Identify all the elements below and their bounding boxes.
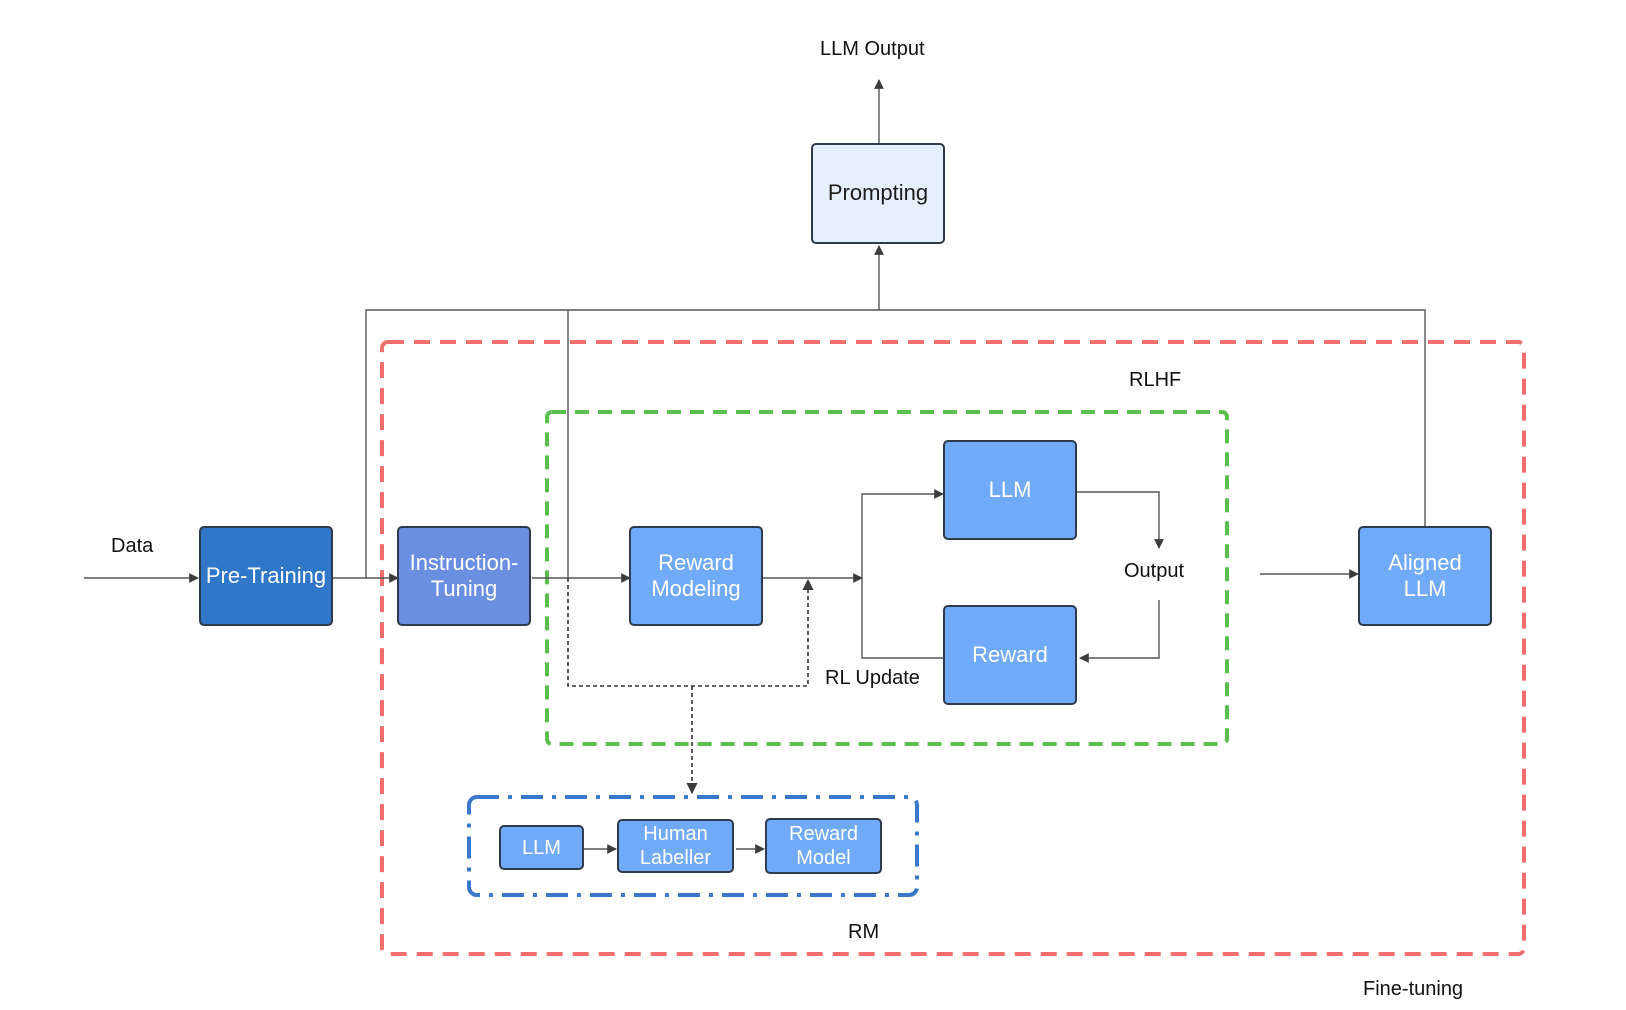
aligned-to-prompting-line xyxy=(879,309,1426,528)
output-label: Output xyxy=(1124,560,1185,582)
reward-modeling-box: Reward Modeling xyxy=(629,526,763,626)
instruction-tuning-label: Instruction-Tuning xyxy=(409,549,519,601)
rl-update-label: RL Update xyxy=(825,667,920,689)
rm-llm-box: LLM xyxy=(499,825,584,870)
rlhf-label: RLHF xyxy=(1129,369,1182,391)
fine-tuning-label: Fine-tuning xyxy=(1363,978,1464,1000)
pretraining-to-prompting-line xyxy=(365,309,879,578)
aligned-llm-label: Aligned LLM xyxy=(1388,549,1462,601)
rl-update-line xyxy=(861,578,943,659)
rm-label: RM xyxy=(848,921,880,943)
output-to-reward-arrow xyxy=(1079,600,1160,663)
reward-model-box: Reward Model xyxy=(765,818,882,874)
prompting-box: Prompting xyxy=(811,143,945,244)
loop-to-llm-arrow xyxy=(861,489,944,578)
reward-model-label: Reward Model xyxy=(789,823,858,869)
rm-llm-label: LLM xyxy=(522,836,561,859)
llm-box: LLM xyxy=(943,440,1077,540)
fine-tuning-frame xyxy=(380,340,1526,956)
rm-frame xyxy=(467,795,919,897)
data-label: Data xyxy=(111,535,154,557)
instruction-tuning-box: Instruction-Tuning xyxy=(397,526,531,626)
reward-label: Reward xyxy=(972,641,1048,667)
aligned-llm-box: Aligned LLM xyxy=(1358,526,1492,626)
llm-label: LLM xyxy=(988,476,1032,502)
prompting-label: Prompting xyxy=(827,180,929,206)
llm-output-label: LLM Output xyxy=(820,38,925,60)
human-labeller-box: Human Labeller xyxy=(617,819,734,873)
human-labeller-label: Human Labeller xyxy=(639,823,712,869)
rm-feedback-dashed-line xyxy=(567,578,814,687)
reward-modeling-label: Reward Modeling xyxy=(651,549,741,601)
pre-training-label: Pre-Training xyxy=(205,562,327,588)
pre-training-box: Pre-Training xyxy=(199,526,333,626)
reward-box: Reward xyxy=(943,605,1077,705)
llm-to-output-arrow xyxy=(1077,491,1164,549)
